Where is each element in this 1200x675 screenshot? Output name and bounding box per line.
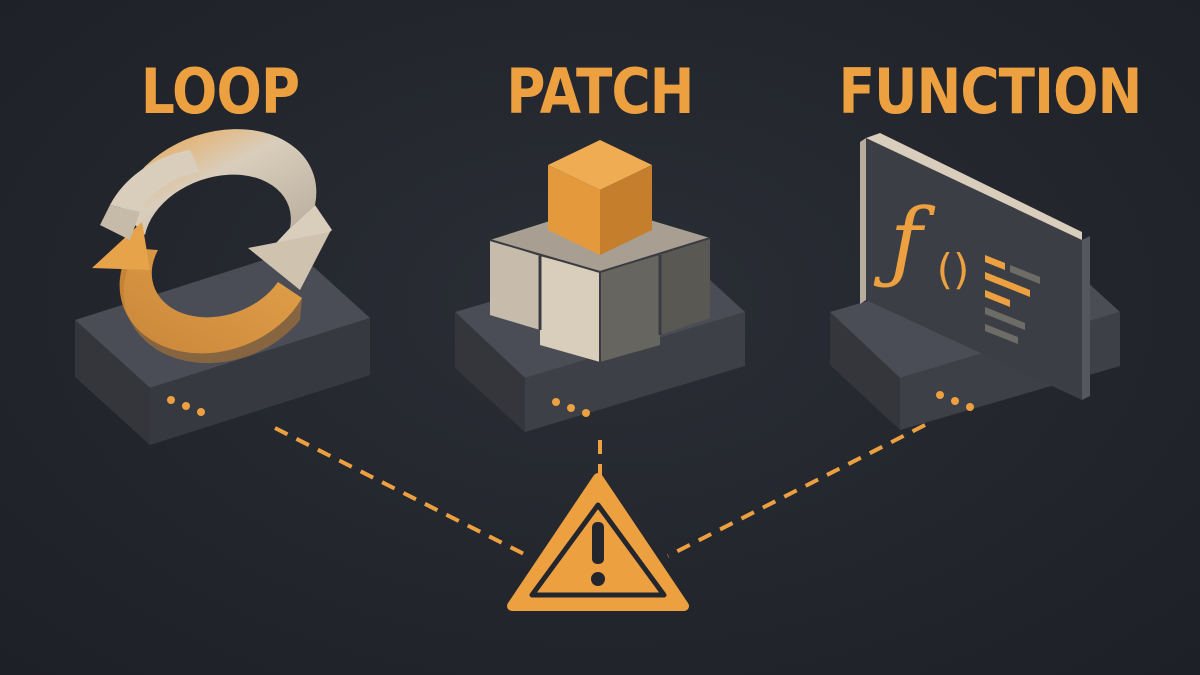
connector-loop: [274, 426, 529, 558]
code-lines-muted: [985, 265, 1040, 344]
function-parens: (): [936, 245, 970, 294]
patch-title: PATCH: [506, 55, 694, 128]
function-panel-icon: [860, 133, 1090, 400]
loop-title: LOOP: [140, 55, 300, 128]
circular-arrows-icon: [92, 129, 332, 364]
connector-function: [667, 423, 926, 558]
code-lines: [985, 255, 1030, 307]
warning-triangle-icon: [507, 473, 689, 611]
connector-lines: [274, 423, 926, 558]
loop-status-dots: [167, 396, 205, 416]
function-status-dots: [936, 391, 974, 411]
function-title: FUNCTION: [838, 55, 1143, 128]
stacked-blocks-icon: [489, 140, 711, 362]
function-symbol: ƒ: [889, 189, 923, 292]
patch-status-dots: [552, 398, 590, 417]
